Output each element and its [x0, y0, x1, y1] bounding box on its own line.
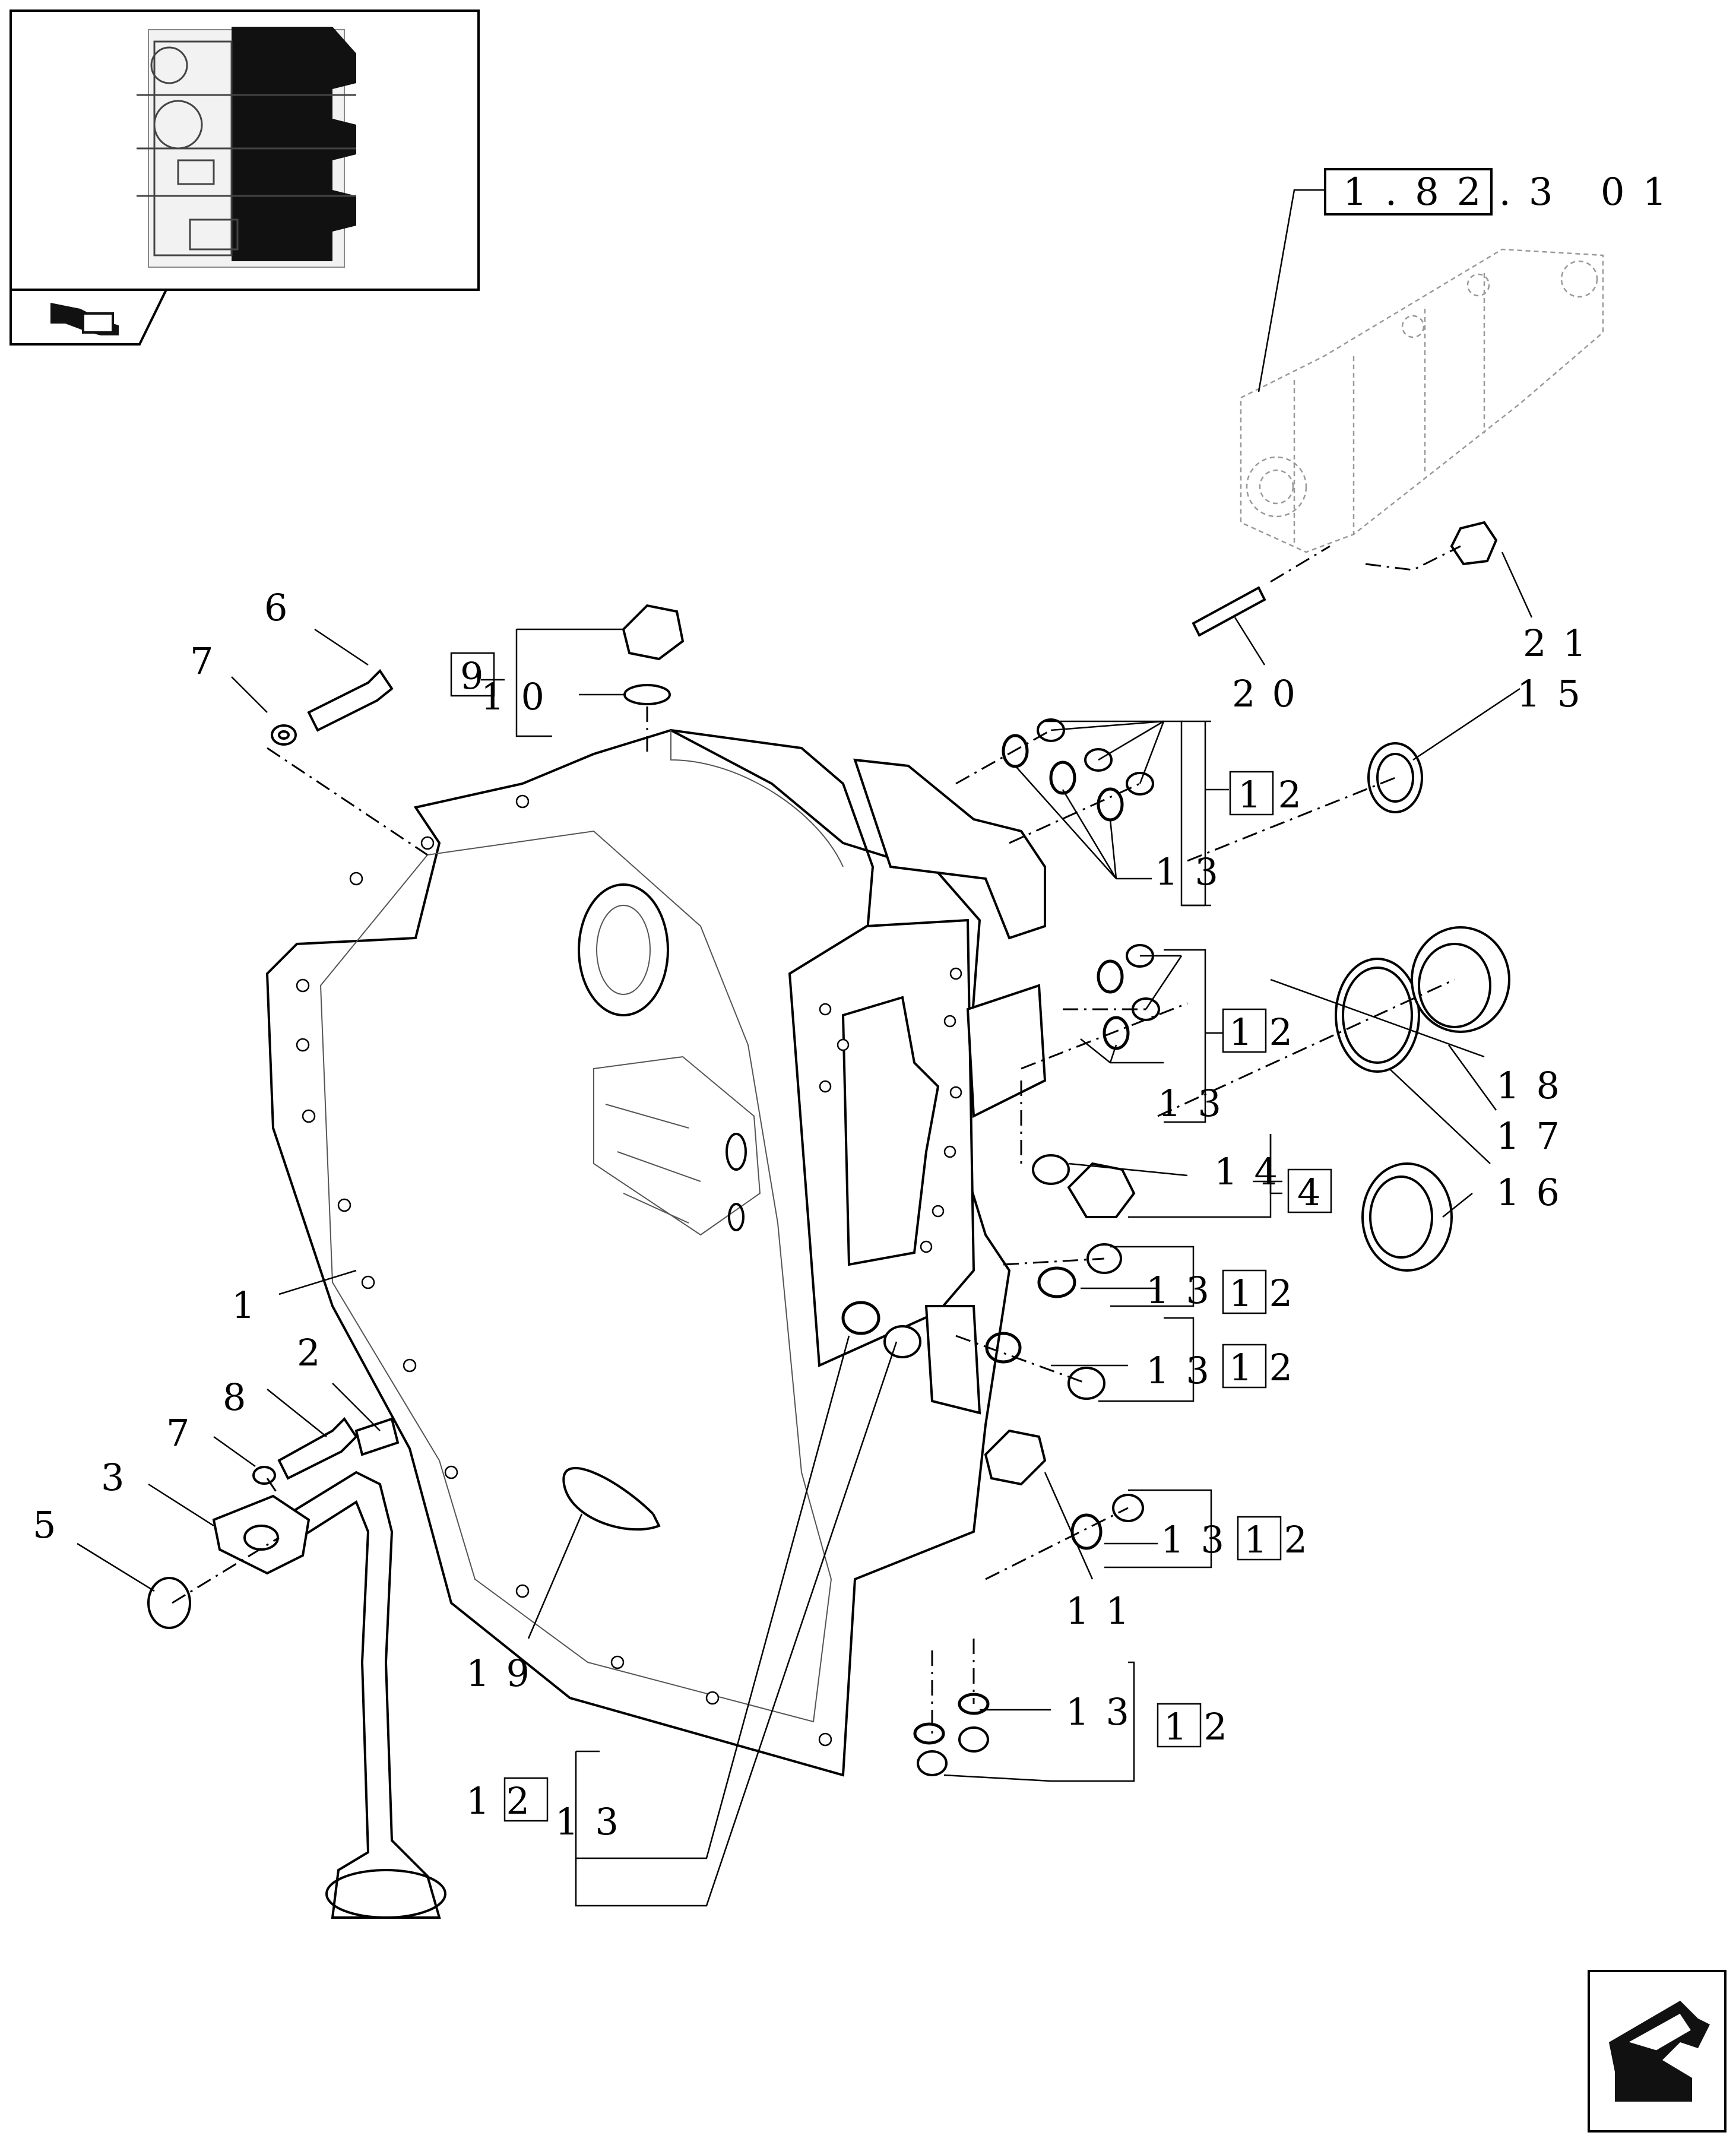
reference-box[interactable]: 1.82.3 01	[1324, 168, 1684, 216]
reference-code: 1.82.3 01	[1343, 170, 1684, 214]
leader-lines	[77, 189, 1533, 1907]
callout-17: 17	[1496, 1114, 1576, 1158]
callout-12g: 12	[466, 1779, 546, 1823]
plugs-and-orings	[841, 718, 1160, 1776]
callout-11: 11	[1066, 1589, 1146, 1633]
callout-13a: 13	[1155, 850, 1235, 893]
stud-20	[1192, 586, 1266, 637]
callout-20: 20	[1232, 672, 1312, 715]
callout-6: 6	[264, 586, 304, 629]
nav-back-button[interactable]	[9, 289, 169, 346]
plug-11	[984, 1429, 1047, 1486]
callout-10: 10	[481, 675, 561, 718]
plug-4	[1032, 1154, 1136, 1218]
callout-14: 14	[1214, 1150, 1294, 1193]
callout-9: 9	[460, 654, 500, 698]
hydraulic-pump-ghost	[1240, 248, 1604, 553]
callout-8: 8	[223, 1376, 262, 1419]
callout-1: 1	[232, 1284, 271, 1327]
callout-21: 21	[1523, 622, 1603, 665]
callout-7a: 7	[190, 639, 230, 683]
callout-12e: 12	[1244, 1518, 1324, 1561]
dowel-2	[354, 1417, 400, 1456]
bushing-16	[1361, 1162, 1453, 1272]
callout-5: 5	[33, 1503, 72, 1547]
thumbnail-panel[interactable]	[9, 9, 480, 291]
transmission-thumbnail-icon	[137, 27, 356, 268]
retaining-ring-19	[562, 1467, 661, 1531]
seal-15	[1367, 742, 1423, 813]
page-forward-arrow-icon	[1609, 2001, 1710, 2102]
alignment-lines	[172, 545, 1461, 1739]
callout-12b: 12	[1229, 1010, 1309, 1054]
boxed-label-frames	[450, 652, 1332, 1822]
callout-12a: 12	[1238, 773, 1318, 816]
bolt-8	[277, 1417, 358, 1480]
plug-10	[622, 604, 685, 705]
washer-7b	[252, 1466, 276, 1485]
callout-2: 2	[297, 1331, 337, 1374]
nut-21	[1450, 521, 1498, 566]
cap-18	[1411, 926, 1510, 1033]
callout-18: 18	[1496, 1064, 1576, 1107]
callout-3: 3	[101, 1456, 141, 1499]
callout-4: 4	[1297, 1171, 1337, 1214]
page-back-arrow-icon	[50, 303, 119, 335]
callout-13d: 13	[1146, 1349, 1226, 1392]
nav-forward-button[interactable]	[1588, 1970, 1727, 2133]
callout-12c: 12	[1229, 1272, 1309, 1315]
callout-13e: 13	[1161, 1518, 1241, 1561]
callout-19: 19	[466, 1652, 546, 1695]
transmission-housing	[265, 728, 1047, 1777]
callout-12d: 12	[1229, 1346, 1309, 1389]
washer-7a	[271, 724, 297, 746]
callout-7b: 7	[166, 1411, 206, 1455]
callout-15: 15	[1517, 672, 1597, 715]
bolt-6	[307, 668, 394, 732]
oil-suction-pipe	[147, 1471, 446, 1919]
callout-13f: 13	[1066, 1690, 1146, 1734]
callout-16: 16	[1496, 1171, 1576, 1214]
callout-13c: 13	[1146, 1269, 1226, 1312]
callout-13b: 13	[1158, 1082, 1238, 1125]
callout-labels: 1 2 3 4 5 6 7 7 8 9 10 11 12 13 12 13 14…	[33, 586, 1603, 1843]
callout-13g: 13	[555, 1800, 635, 1843]
callout-12f: 12	[1164, 1705, 1244, 1748]
